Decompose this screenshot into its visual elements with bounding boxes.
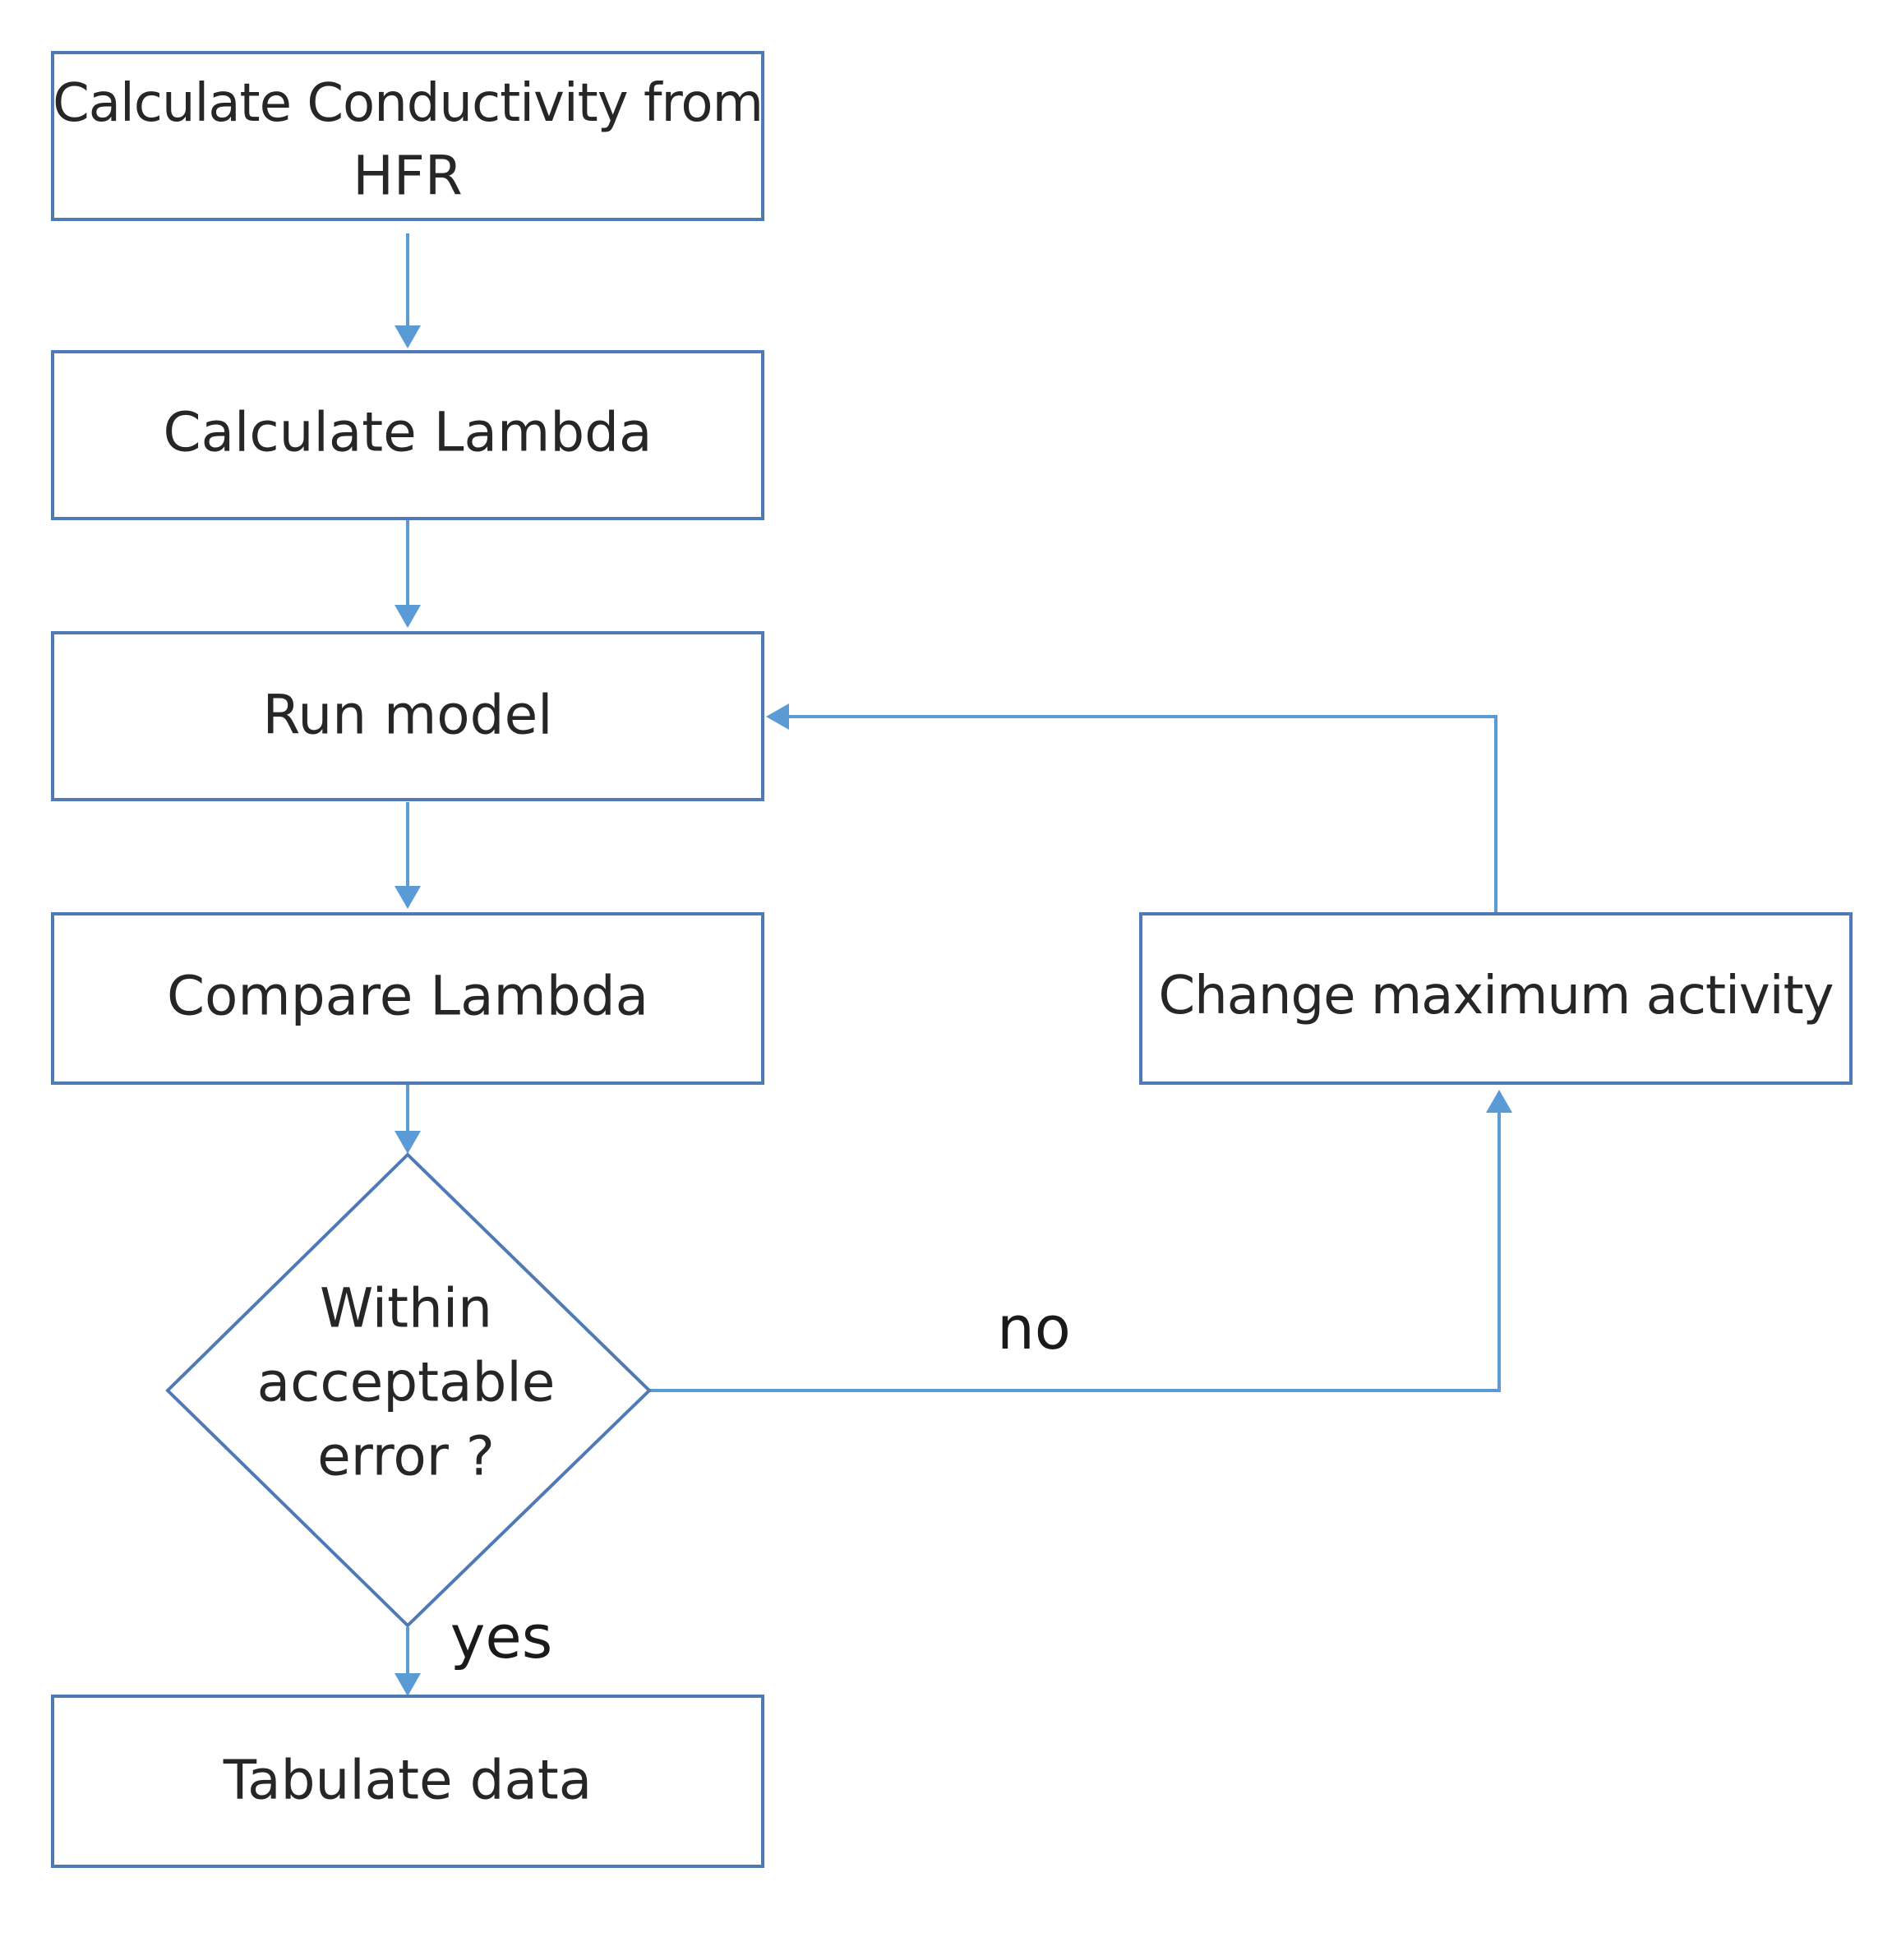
node-decision-line3: error ? [317, 1425, 495, 1488]
node-tabulate-data-label: Tabulate data [223, 1749, 592, 1812]
edge-label-no: no [997, 1294, 1071, 1363]
node-change-maximum-activity: Change maximum activity [1139, 912, 1853, 1085]
arrowhead-down-icon [395, 886, 421, 909]
node-calculate-conductivity-line1: Calculate Conductivity from [53, 73, 763, 134]
edge-decision-no-to-change-activity [649, 1109, 1501, 1392]
arrowhead-down-icon [395, 1673, 421, 1696]
node-calculate-conductivity-line2: HFR [353, 145, 462, 208]
arrowhead-up-icon [1486, 1090, 1512, 1113]
node-calculate-lambda-label: Calculate Lambda [164, 401, 653, 464]
node-run-model-label: Run model [262, 684, 552, 747]
arrowhead-down-icon [395, 325, 421, 348]
node-compare-lambda: Compare Lambda [51, 912, 764, 1085]
node-calculate-conductivity: Calculate Conductivity from HFR [51, 51, 764, 221]
node-decision-line2: acceptable [257, 1351, 556, 1414]
node-decision-within-error: Within acceptable error ? [165, 1152, 652, 1628]
arrowhead-down-icon [395, 1131, 421, 1154]
edge-change-activity-to-run-model [786, 715, 1497, 914]
arrowhead-down-icon [395, 605, 421, 628]
edge-label-yes: yes [450, 1603, 552, 1672]
connectors [395, 233, 1512, 1696]
node-run-model: Run model [51, 631, 764, 801]
node-calculate-lambda: Calculate Lambda [51, 350, 764, 520]
node-change-maximum-activity-label: Change maximum activity [1158, 966, 1833, 1026]
arrowhead-left-icon [766, 703, 789, 730]
node-tabulate-data: Tabulate data [51, 1695, 764, 1868]
node-compare-lambda-label: Compare Lambda [167, 965, 648, 1028]
node-decision-line1: Within [320, 1277, 492, 1340]
